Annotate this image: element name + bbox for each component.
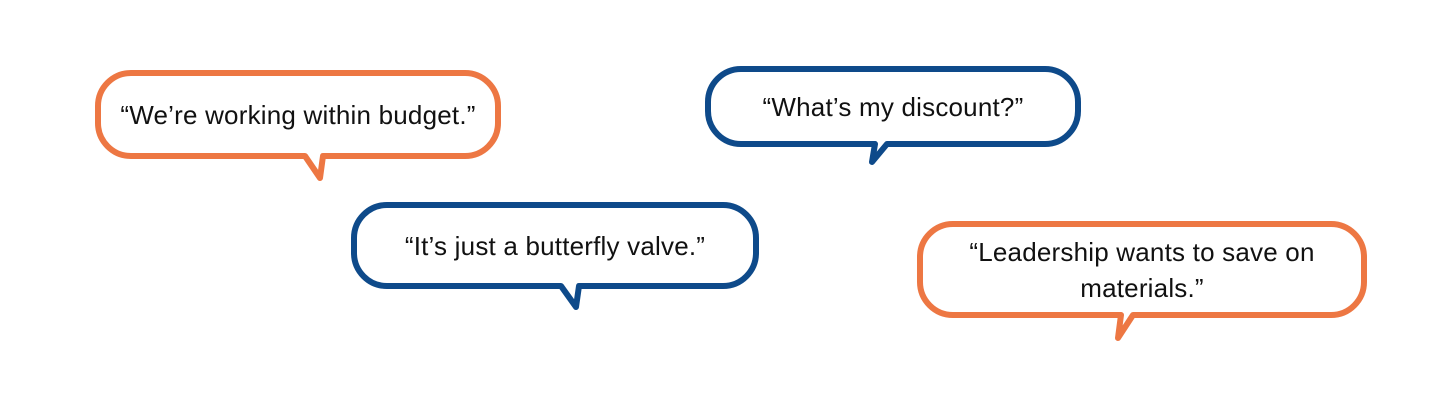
speech-bubble-outline: [917, 221, 1367, 341]
speech-bubble-outline: [95, 70, 501, 181]
quote-text: “What’s my discount?”: [762, 91, 1024, 122]
speech-bubble-butterfly-valve: “It’s just a butterfly valve.”: [351, 202, 759, 310]
quote-text: “We’re working within budget.”: [120, 99, 476, 130]
speech-bubble-outline: [351, 202, 759, 310]
speech-bubble-outline: [705, 66, 1081, 165]
speech-bubble-budget: “We’re working within budget.”: [95, 70, 501, 181]
speech-bubble-leadership: “Leadership wants to save on materials.”: [917, 221, 1367, 341]
quote-text: “It’s just a butterfly valve.”: [404, 230, 706, 261]
quote-text: “Leadership wants to save on materials.”: [969, 236, 1315, 303]
speech-bubble-discount: “What’s my discount?”: [705, 66, 1081, 166]
